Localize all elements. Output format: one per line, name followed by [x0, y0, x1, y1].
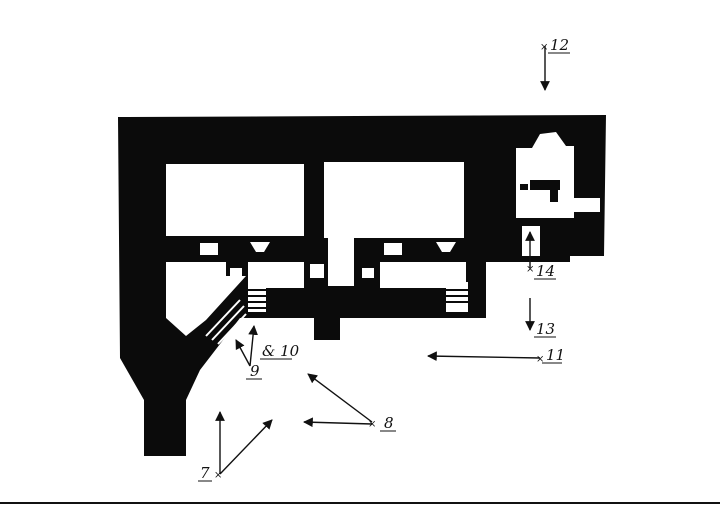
label-11: 11 [546, 346, 565, 364]
svg-text:×: × [540, 42, 548, 53]
niche-1 [200, 243, 218, 255]
room-upper-left [166, 164, 304, 236]
tower-details [520, 180, 560, 202]
passage-center [328, 238, 354, 286]
door-mid [362, 268, 374, 278]
arrow-8-diag [307, 373, 373, 423]
label-13: 13 [536, 320, 555, 338]
label-14: 14 [536, 262, 555, 280]
ramp-hatching [205, 299, 247, 349]
opening-1 [250, 242, 270, 252]
tower-slot [574, 198, 600, 212]
svg-text:×: × [526, 264, 534, 275]
arrow-9 [235, 339, 251, 367]
door-left [230, 268, 242, 278]
viewpoint-arrows: × × × × × [214, 42, 550, 481]
viewpoint-labels: 7 8 9 & 10 11 12 13 14 [198, 36, 570, 482]
label-8: 8 [384, 414, 394, 432]
arrow-11 [427, 351, 541, 362]
tower-room [516, 132, 574, 218]
rooms [166, 132, 600, 336]
svg-text:×: × [368, 419, 376, 430]
svg-text:×: × [214, 470, 222, 481]
niche-3 [310, 264, 324, 278]
arrow-10 [248, 325, 258, 367]
label-7: 7 [200, 464, 210, 482]
room-upper-right [324, 162, 464, 238]
label-10: & 10 [262, 342, 300, 360]
opening-2 [436, 242, 456, 252]
arrow-8-left [303, 417, 373, 428]
svg-text:×: × [536, 354, 544, 365]
label-9: 9 [250, 362, 260, 380]
room-lower-left [166, 262, 246, 336]
label-12: 12 [550, 36, 569, 54]
tower-passage [522, 226, 540, 256]
arrow-7-diag [219, 419, 273, 475]
niche-2 [384, 243, 402, 255]
stair-hatching [248, 289, 468, 309]
